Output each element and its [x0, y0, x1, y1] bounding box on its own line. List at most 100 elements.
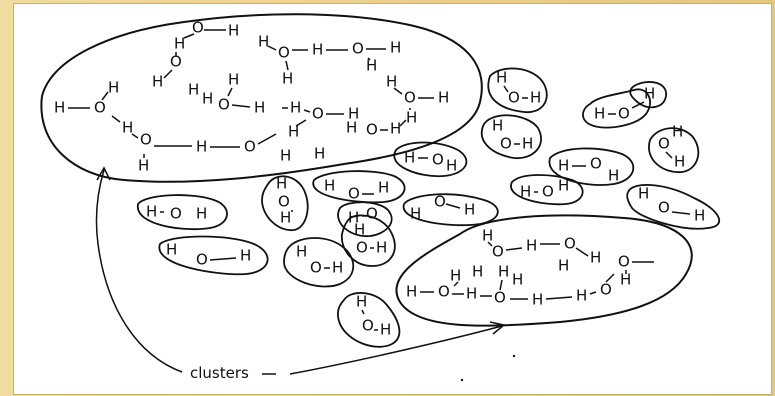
atom-h: H — [240, 247, 251, 265]
atom-o: O — [366, 205, 378, 223]
atom-o: O — [590, 155, 602, 173]
atom-h: H — [228, 71, 239, 89]
molecule-outline — [481, 114, 542, 159]
atom-h: H — [406, 109, 417, 127]
molecule-outline — [582, 88, 651, 129]
atom-h: H — [694, 207, 705, 225]
atom-h: H — [390, 120, 401, 138]
atom-o: O — [170, 205, 182, 223]
atom-o: O — [348, 185, 360, 203]
molecule-outline — [261, 175, 309, 231]
atom-o: O — [542, 183, 554, 201]
cluster-top-left-molecules: O H H H O H O H H O H — [54, 19, 449, 175]
atom-h: H — [594, 105, 605, 123]
arrowhead-top — [96, 166, 111, 181]
atom-h: H — [196, 205, 207, 223]
atom-h: H — [498, 263, 509, 281]
atom-h: H — [228, 22, 239, 40]
atom-h: H — [254, 99, 265, 117]
atom-h: H — [590, 249, 601, 267]
atom-h: H — [290, 99, 301, 117]
atom-h: H — [166, 241, 177, 259]
atom-h: H — [526, 237, 537, 255]
atom-h: H — [354, 221, 365, 239]
atom-h: H — [532, 291, 543, 309]
atom-h: H — [202, 90, 213, 108]
cluster-outline-top-left — [40, 13, 483, 183]
atom-h: H — [196, 138, 207, 156]
cluster-outline-bottom-right — [395, 214, 693, 327]
atom-h: H — [324, 177, 335, 195]
atom-h: H — [638, 185, 649, 203]
atom-h: H — [496, 69, 507, 87]
cluster-arrows — [95, 166, 506, 375]
atom-o: O — [438, 283, 450, 301]
molecule-outline — [137, 194, 228, 231]
molecule-outline — [626, 184, 720, 230]
atom-h: H — [146, 203, 157, 221]
atom-h: H — [376, 239, 387, 257]
atom-o: O — [492, 243, 504, 261]
atom-h: H — [438, 89, 449, 107]
atom-o: O — [500, 135, 512, 153]
atom-h: H — [522, 135, 533, 153]
molecule-outline — [510, 174, 584, 206]
atom-o: O — [618, 253, 630, 271]
atom-o: O — [312, 105, 324, 123]
atom-h: H — [258, 33, 269, 51]
atom-h: H — [608, 167, 619, 185]
atom-o: O — [508, 89, 520, 107]
atom-h: H — [520, 183, 531, 201]
atom-h: H — [312, 41, 323, 59]
arrow-to-bottom-cluster — [289, 325, 503, 375]
free-molecule-outlines — [137, 67, 720, 348]
atom-h: H — [450, 267, 461, 285]
atom-o: O — [658, 135, 670, 153]
molecule-outline — [283, 237, 355, 288]
atom-o: O — [356, 239, 368, 257]
atom-o: O — [432, 151, 444, 169]
atom-h: H — [512, 271, 523, 289]
diagram-canvas: O H H H O H O H H O H — [14, 4, 771, 394]
atom-h: H — [282, 70, 293, 88]
molecule-outline — [337, 292, 401, 348]
molecule-outline — [341, 214, 396, 267]
atom-h: H — [296, 243, 307, 261]
atom-h: H — [674, 153, 685, 171]
atom-o: O — [94, 99, 106, 117]
molecule-outline — [312, 170, 406, 204]
atom-o: O — [170, 53, 182, 71]
atom-h: H — [464, 201, 475, 219]
atom-h: H — [122, 119, 133, 137]
atom-h: H — [472, 263, 483, 281]
atom-h: H — [152, 73, 163, 91]
atom-h: H — [314, 145, 325, 163]
atom-o: O — [494, 289, 506, 307]
atom-o: O — [600, 281, 612, 299]
atom-h: H — [576, 287, 587, 305]
atom-h: H — [620, 271, 631, 289]
atom-h: H — [404, 149, 415, 167]
atom-h: H — [558, 257, 569, 275]
atom-h: H — [380, 321, 391, 339]
atom-h: H — [280, 147, 291, 165]
atom-h: H — [346, 119, 357, 137]
atom-h: H — [348, 209, 359, 227]
stray-dot — [460, 378, 464, 382]
atom-h: H — [672, 123, 683, 141]
atom-h: H — [348, 105, 359, 123]
atom-o: O — [140, 131, 152, 149]
atom-h: H — [530, 89, 541, 107]
atom-h: H — [558, 157, 569, 175]
atom-o: O — [244, 138, 256, 156]
atom-h: H — [174, 35, 185, 53]
atom-h: H — [288, 123, 299, 141]
atom-o: O — [404, 89, 416, 107]
molecule-outline — [487, 67, 548, 113]
arrowhead-bottom — [489, 321, 506, 335]
clusters-caption: clusters — [190, 364, 249, 382]
molecule-outline — [402, 193, 499, 227]
molecule-outline — [648, 127, 700, 173]
atom-o: O — [192, 19, 204, 37]
atom-o: O — [218, 96, 230, 114]
